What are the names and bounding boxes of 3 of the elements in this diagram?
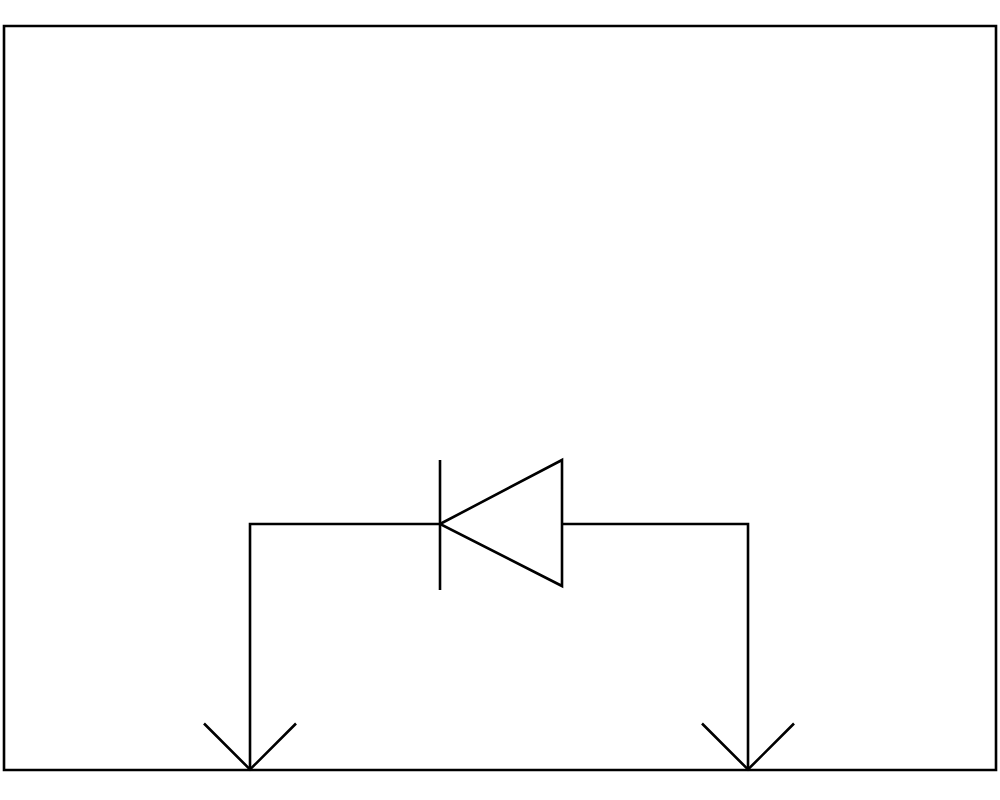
frame-rectangle bbox=[2, 24, 998, 772]
arrow bbox=[203, 522, 440, 772]
arrow bbox=[562, 522, 795, 772]
